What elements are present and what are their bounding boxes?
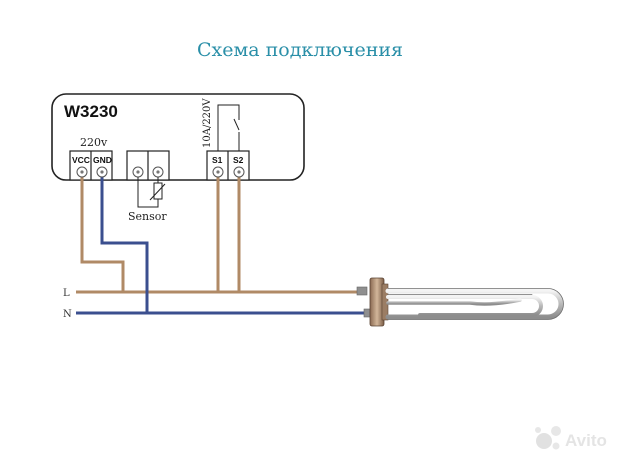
relay-rating-label: 10A/220V <box>202 98 213 148</box>
s2-terminal-label: S2 <box>233 155 244 165</box>
voltage-label: 220v <box>80 136 108 149</box>
heating-element-icon <box>356 277 564 327</box>
live-wires <box>76 172 360 294</box>
neutral-wires <box>76 172 370 315</box>
vcc-terminal-label: VCC <box>72 155 90 165</box>
relay-contact-symbol <box>217 104 240 151</box>
neutral-line-label: N <box>63 309 72 320</box>
model-label: W3230 <box>64 102 118 121</box>
live-line-label: L <box>63 288 70 299</box>
gnd-terminal-label: GND <box>93 155 112 165</box>
diagram-title: Схема подключения <box>197 39 403 61</box>
terminal-screw-centers <box>80 170 241 174</box>
s1-terminal-label: S1 <box>212 155 223 165</box>
avito-watermark-logo: Avito <box>535 426 607 450</box>
thermistor-sensor-icon <box>137 177 166 208</box>
sensor-label: Sensor <box>128 210 167 223</box>
watermark-text: Avito <box>565 431 607 450</box>
